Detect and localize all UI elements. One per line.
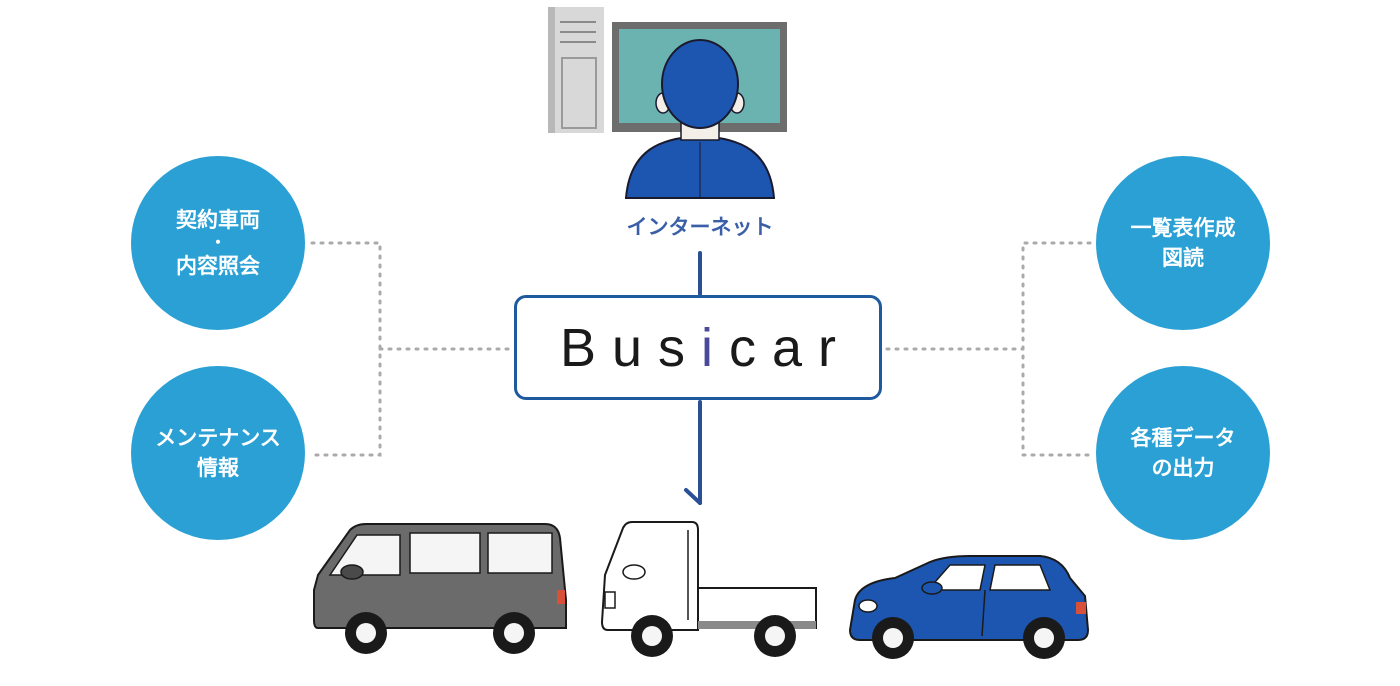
van-icon bbox=[313, 523, 567, 654]
system-box: Busicar bbox=[514, 295, 882, 400]
flow-arrow bbox=[684, 251, 702, 505]
feature-separator: ・ bbox=[209, 233, 226, 252]
feature-line: 図読 bbox=[1162, 246, 1204, 270]
internet-label: インターネット bbox=[626, 215, 774, 239]
feature-contract-vehicle: 契約車両 ・ 内容照会 bbox=[131, 156, 305, 330]
feature-line: 情報 bbox=[197, 456, 239, 480]
feature-line: 一覧表作成 bbox=[1130, 215, 1236, 240]
right-connector bbox=[885, 241, 1092, 457]
feature-maintenance: メンテナンス 情報 bbox=[131, 366, 305, 540]
feature-line: 内容照会 bbox=[176, 254, 260, 278]
system-name-part2: car bbox=[729, 317, 853, 378]
computer-tower-icon bbox=[548, 7, 604, 133]
car-icon bbox=[848, 555, 1090, 659]
feature-line: 各種データ bbox=[1130, 425, 1236, 450]
truck-icon bbox=[600, 521, 817, 657]
feature-list-creation: 一覧表作成 図読 bbox=[1096, 156, 1270, 330]
feature-line: メンテナンス bbox=[155, 425, 281, 450]
left-connector bbox=[310, 241, 514, 457]
system-name-accent: i bbox=[701, 317, 730, 378]
feature-line: 契約車両 bbox=[176, 207, 260, 232]
system-name: Busicar bbox=[544, 317, 852, 379]
feature-data-output: 各種データ の出力 bbox=[1096, 366, 1270, 540]
system-name-part1: Bus bbox=[559, 317, 702, 378]
operator-icon bbox=[624, 39, 776, 199]
feature-line: の出力 bbox=[1151, 456, 1215, 480]
